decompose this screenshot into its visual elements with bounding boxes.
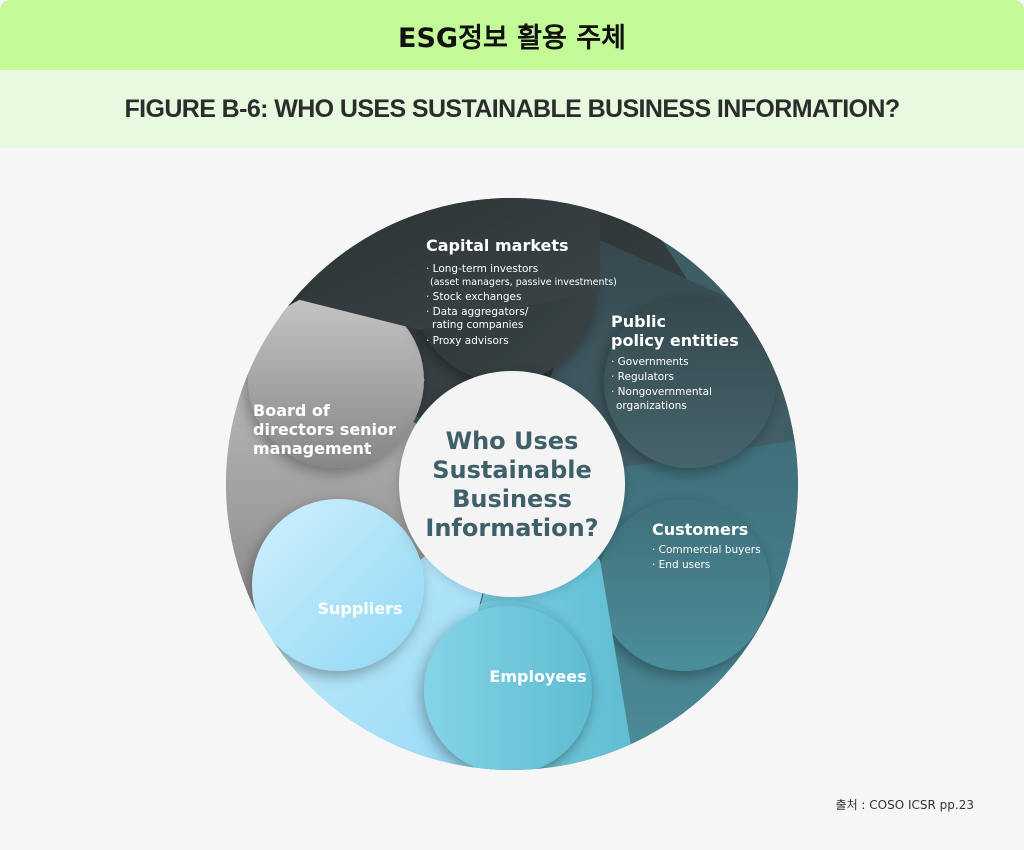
- capital-item: (asset managers, passive investments): [430, 277, 617, 288]
- public-policy-title-1: Public: [611, 312, 666, 331]
- public-policy-item: · Nongovernmental: [611, 386, 712, 398]
- customers-item: · Commercial buyers: [652, 544, 761, 556]
- top-banner: ESG정보 활용 주체: [0, 0, 1024, 70]
- public-policy-lobe-front: [604, 296, 776, 468]
- employees-title: Employees: [489, 667, 586, 686]
- center-question: Who Uses Sustainable Business Informatio…: [425, 427, 598, 542]
- center-line-3: Business: [452, 485, 572, 513]
- figure-title-bar: FIGURE B-6: WHO USES SUSTAINABLE BUSINES…: [0, 70, 1024, 148]
- customers-title: Customers: [652, 520, 748, 539]
- center-hole: [399, 371, 625, 597]
- customers-item: · End users: [652, 559, 710, 571]
- capital-item: rating companies: [432, 319, 523, 331]
- capital-item: · Long-term investors: [426, 263, 538, 275]
- public-policy-item: organizations: [616, 400, 687, 412]
- source-note: 출처 : COSO ICSR pp.23: [835, 798, 974, 812]
- suppliers-lobe: [252, 499, 424, 671]
- suppliers-title: Suppliers: [317, 599, 402, 618]
- capital-item: · Data aggregators/: [426, 306, 529, 318]
- public-policy-item: · Governments: [611, 356, 689, 368]
- capital-item: · Proxy advisors: [426, 335, 509, 347]
- board-title-3: management: [253, 439, 372, 458]
- public-policy-item: · Regulators: [611, 371, 674, 383]
- board-lobe: [248, 292, 424, 468]
- capital-item: · Stock exchanges: [426, 291, 522, 303]
- public-policy-labels: Public policy entities · Governments · R…: [611, 312, 739, 412]
- capital-markets-title: Capital markets: [426, 236, 569, 255]
- board-labels: Board of directors senior management: [253, 401, 396, 458]
- board-title-1: Board of: [253, 401, 331, 420]
- customers-lobe: [598, 499, 770, 671]
- capital-markets-labels: Capital markets · Long-term investors (a…: [426, 236, 617, 347]
- public-policy-title-2: policy entities: [611, 331, 739, 350]
- korean-title: ESG정보 활용 주체: [398, 22, 626, 54]
- board-title-2: directors senior: [253, 420, 396, 439]
- center-line-2: Sustainable: [432, 456, 592, 484]
- figure-title: FIGURE B-6: WHO USES SUSTAINABLE BUSINES…: [124, 94, 900, 123]
- employees-lobe-front: [424, 606, 592, 770]
- customers-labels: Customers · Commercial buyers · End user…: [652, 520, 761, 571]
- center-line-4: Information?: [425, 514, 598, 542]
- center-line-1: Who Uses: [446, 427, 579, 455]
